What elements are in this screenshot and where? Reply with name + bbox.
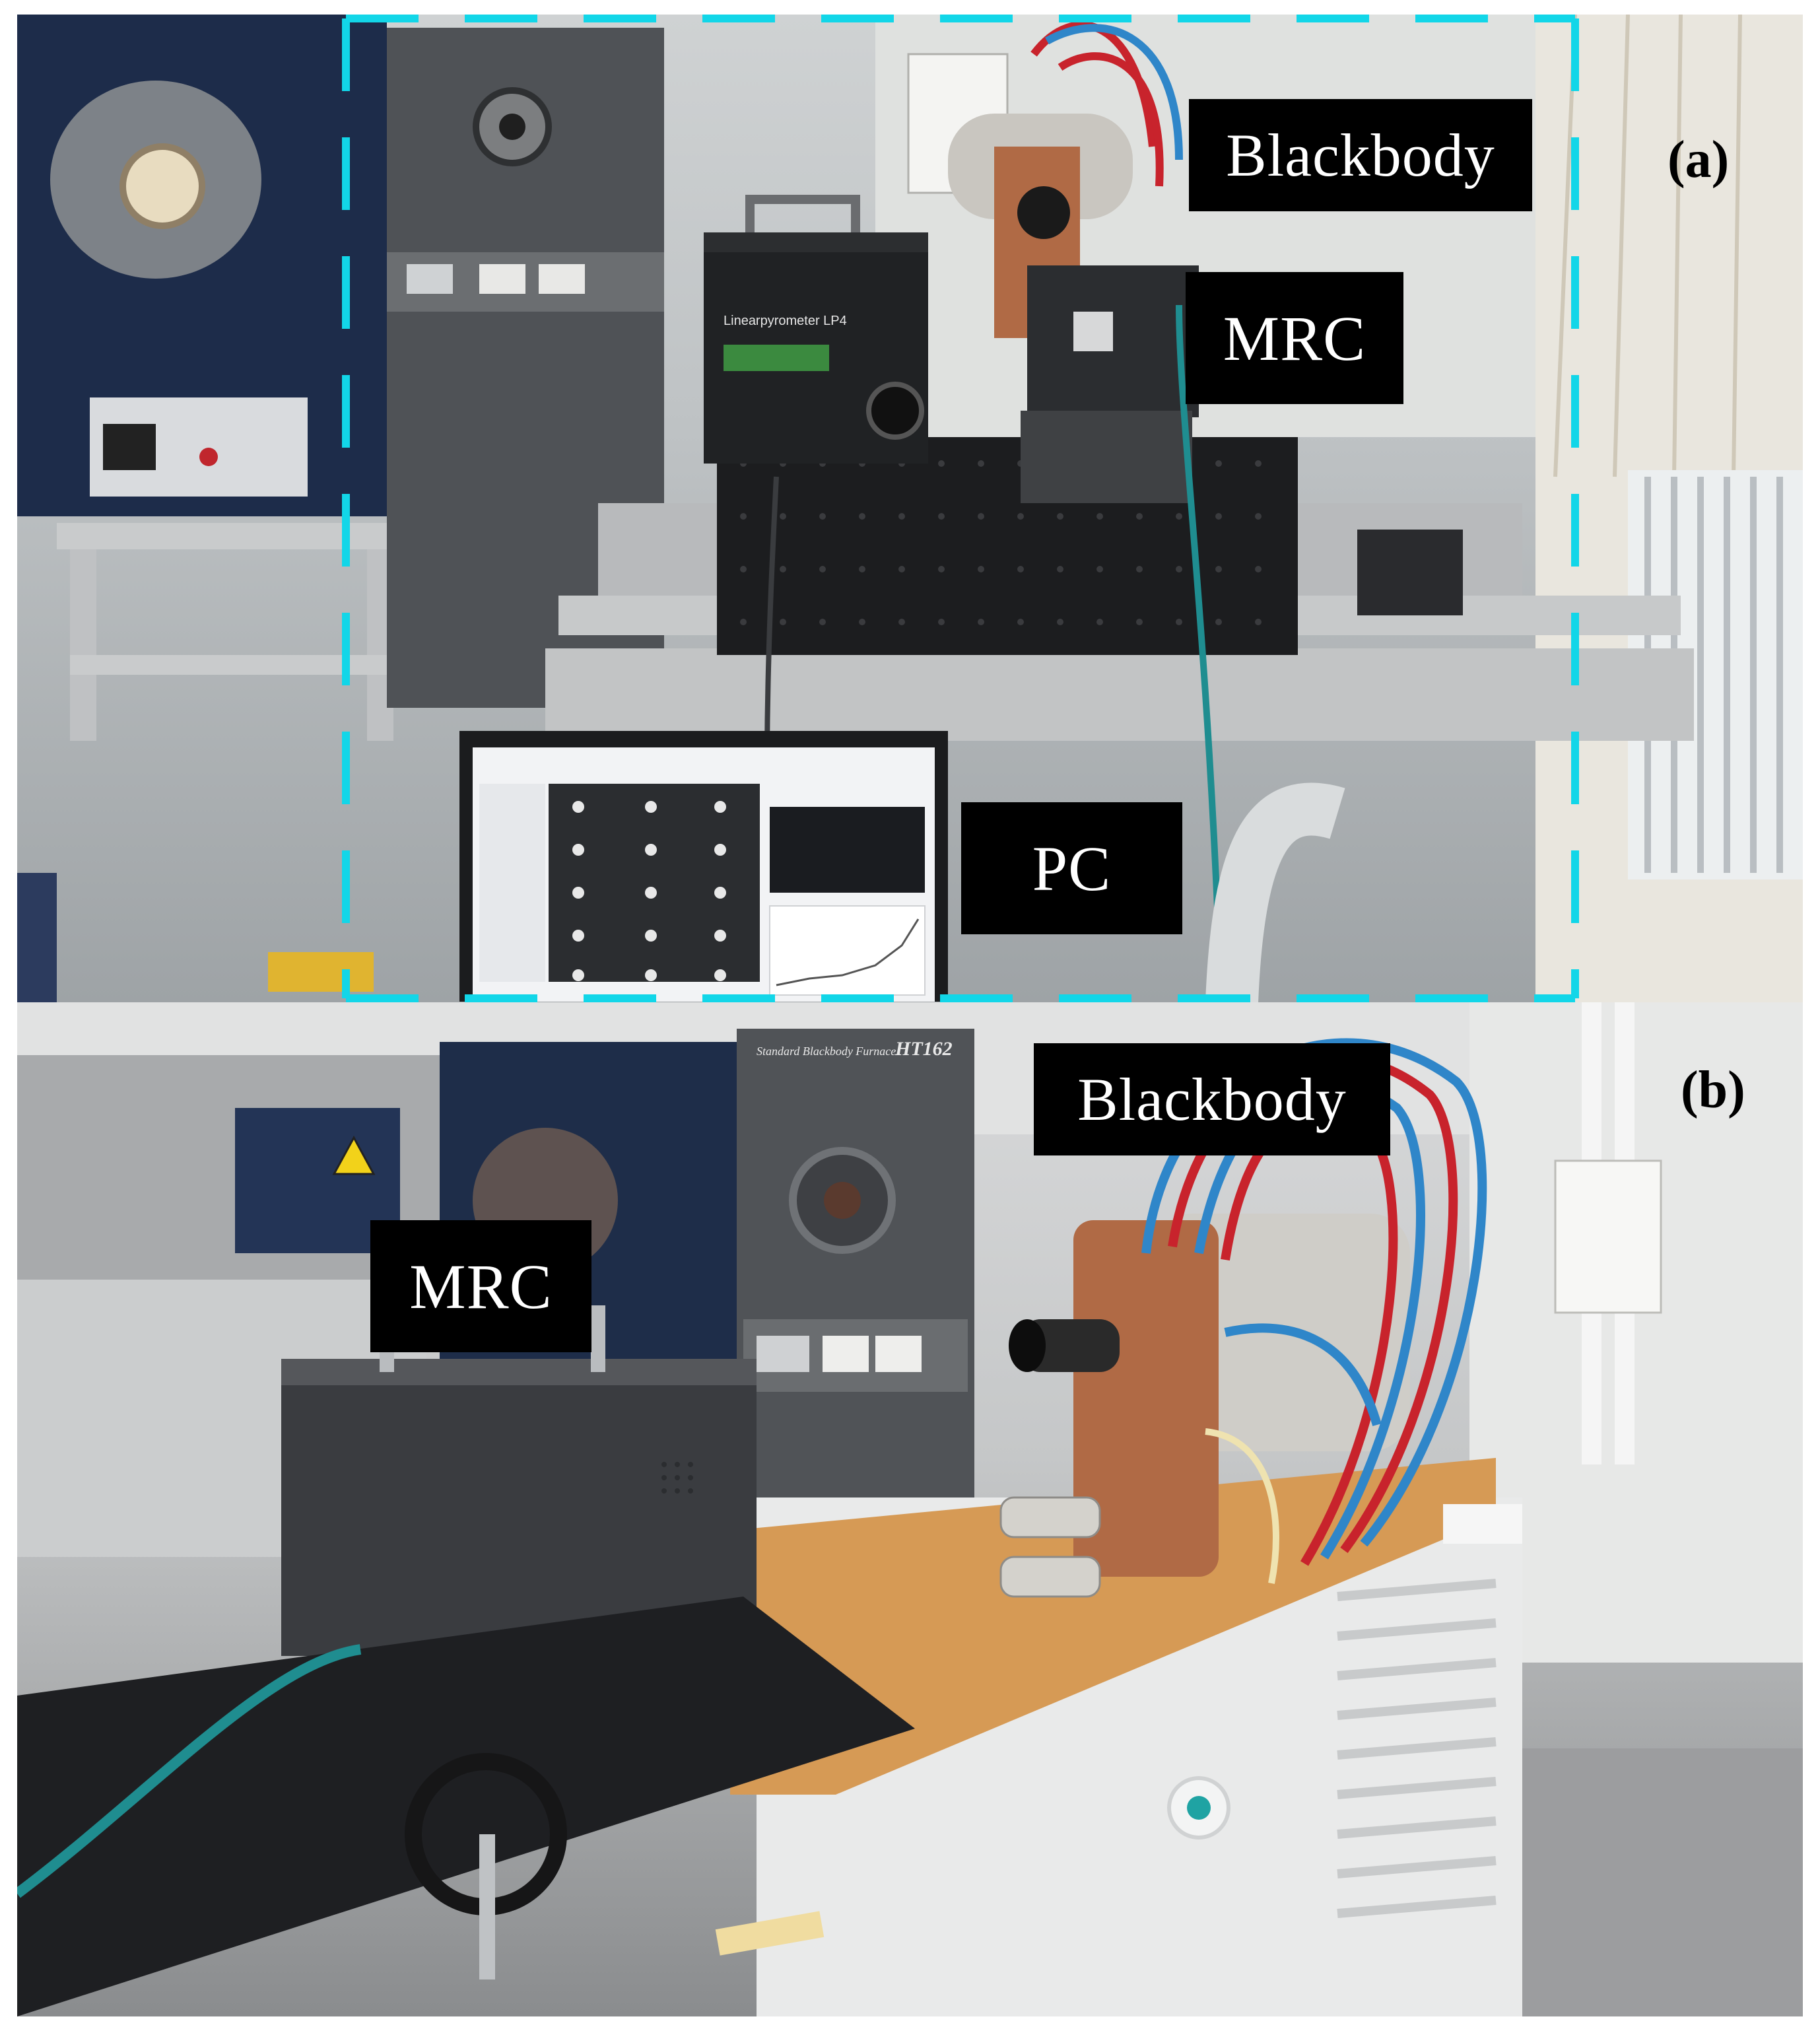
furnace-button [199,448,218,466]
blackbody-tube [1021,1319,1120,1372]
blackbody-opening [1009,1319,1046,1372]
blackbody-electrodes [999,1496,1101,1598]
stand-shelf [70,655,393,675]
meter [539,264,585,294]
chair [17,873,57,1002]
thermocouple-wire [1205,1428,1279,1584]
ht162-furnace [737,1029,974,1531]
wall-notice [1554,1159,1662,1314]
curtain-folds [1553,15,1742,477]
blue-hose [1045,24,1183,160]
pyrometer-name: Linearpyrometer LP4 [724,314,847,328]
screen-camera-preview [770,807,925,893]
dashed-highlight-frame [342,15,1579,1002]
screen-image-view [549,784,760,982]
breadboard [717,437,1298,655]
breadboard-holes [740,460,1262,625]
panel-b-scene: Standard Blackbody Furnace HT162 [17,1002,1803,2016]
small-box [1443,1504,1522,1544]
pyrometer-top [704,232,928,252]
bench-beam [545,648,1694,741]
cabinet-vents [1337,1579,1497,1918]
post [479,1834,495,1979]
pyrometer-lens [866,382,924,440]
furnace-fixture [119,143,205,229]
mrc-lift-stage [1021,411,1192,503]
panel-label-a: (a) [1668,131,1730,189]
mrc-camera-top [281,1359,757,1385]
mrc-vent-holes [661,1462,693,1494]
red-hose [1058,52,1164,187]
stepper-motor [1357,530,1463,615]
teal-cable [1176,304,1222,940]
screen-sidebar [479,784,545,982]
orange-work-surface [730,1458,1496,1795]
annotation-pc-a: PC [961,802,1182,934]
radiator-fins [1644,477,1783,873]
annotation-mrc-b: MRC [370,1220,591,1352]
tape-measure [268,952,374,992]
panel-a-photo: Linearpyrometer LP4 [17,15,1803,1002]
panel-label-b: (b) [1681,1061,1745,1119]
meter [757,1336,809,1372]
pyrometer-display [724,345,829,371]
stand-leg [70,549,96,741]
mrc-label-sticker [1073,312,1113,351]
tape-strip [715,1911,825,1956]
furnace-model: HT162 [894,1038,953,1060]
panel-b-photo: Standard Blackbody Furnace HT162 [17,1002,1803,2016]
pyrometer-handle [745,195,860,232]
annotation-blackbody-a: Blackbody [1189,99,1532,211]
screen-plot-area [769,905,926,996]
furnace-aperture-hole [499,114,525,140]
ht162-aperture-hole [824,1182,861,1219]
meter [407,264,453,294]
annotation-blackbody-b: Blackbody [1034,1043,1390,1155]
annotation-mrc-a: MRC [1186,272,1403,404]
blackbody-copper-body [1073,1220,1219,1577]
floor-right [1522,1748,1803,2016]
warning-sign [332,1135,376,1175]
screen-plot-line [776,918,920,986]
panel-a-scene: Linearpyrometer LP4 [17,15,1803,1002]
screen-calibration-dots [572,801,726,981]
stand-top [57,523,413,549]
furnace-display [103,424,156,470]
meter [479,264,525,294]
meter [823,1336,869,1372]
furnace-name: Standard Blackbody Furnace [757,1045,896,1058]
blackbody-cavity [1017,186,1070,239]
exhaust-duct [1205,782,1345,1002]
teal-cable [17,1644,362,1898]
optical-table [17,1597,915,2016]
right-wall [1469,1002,1803,1663]
teflon-tape-core [1187,1796,1211,1820]
meter [875,1336,922,1372]
